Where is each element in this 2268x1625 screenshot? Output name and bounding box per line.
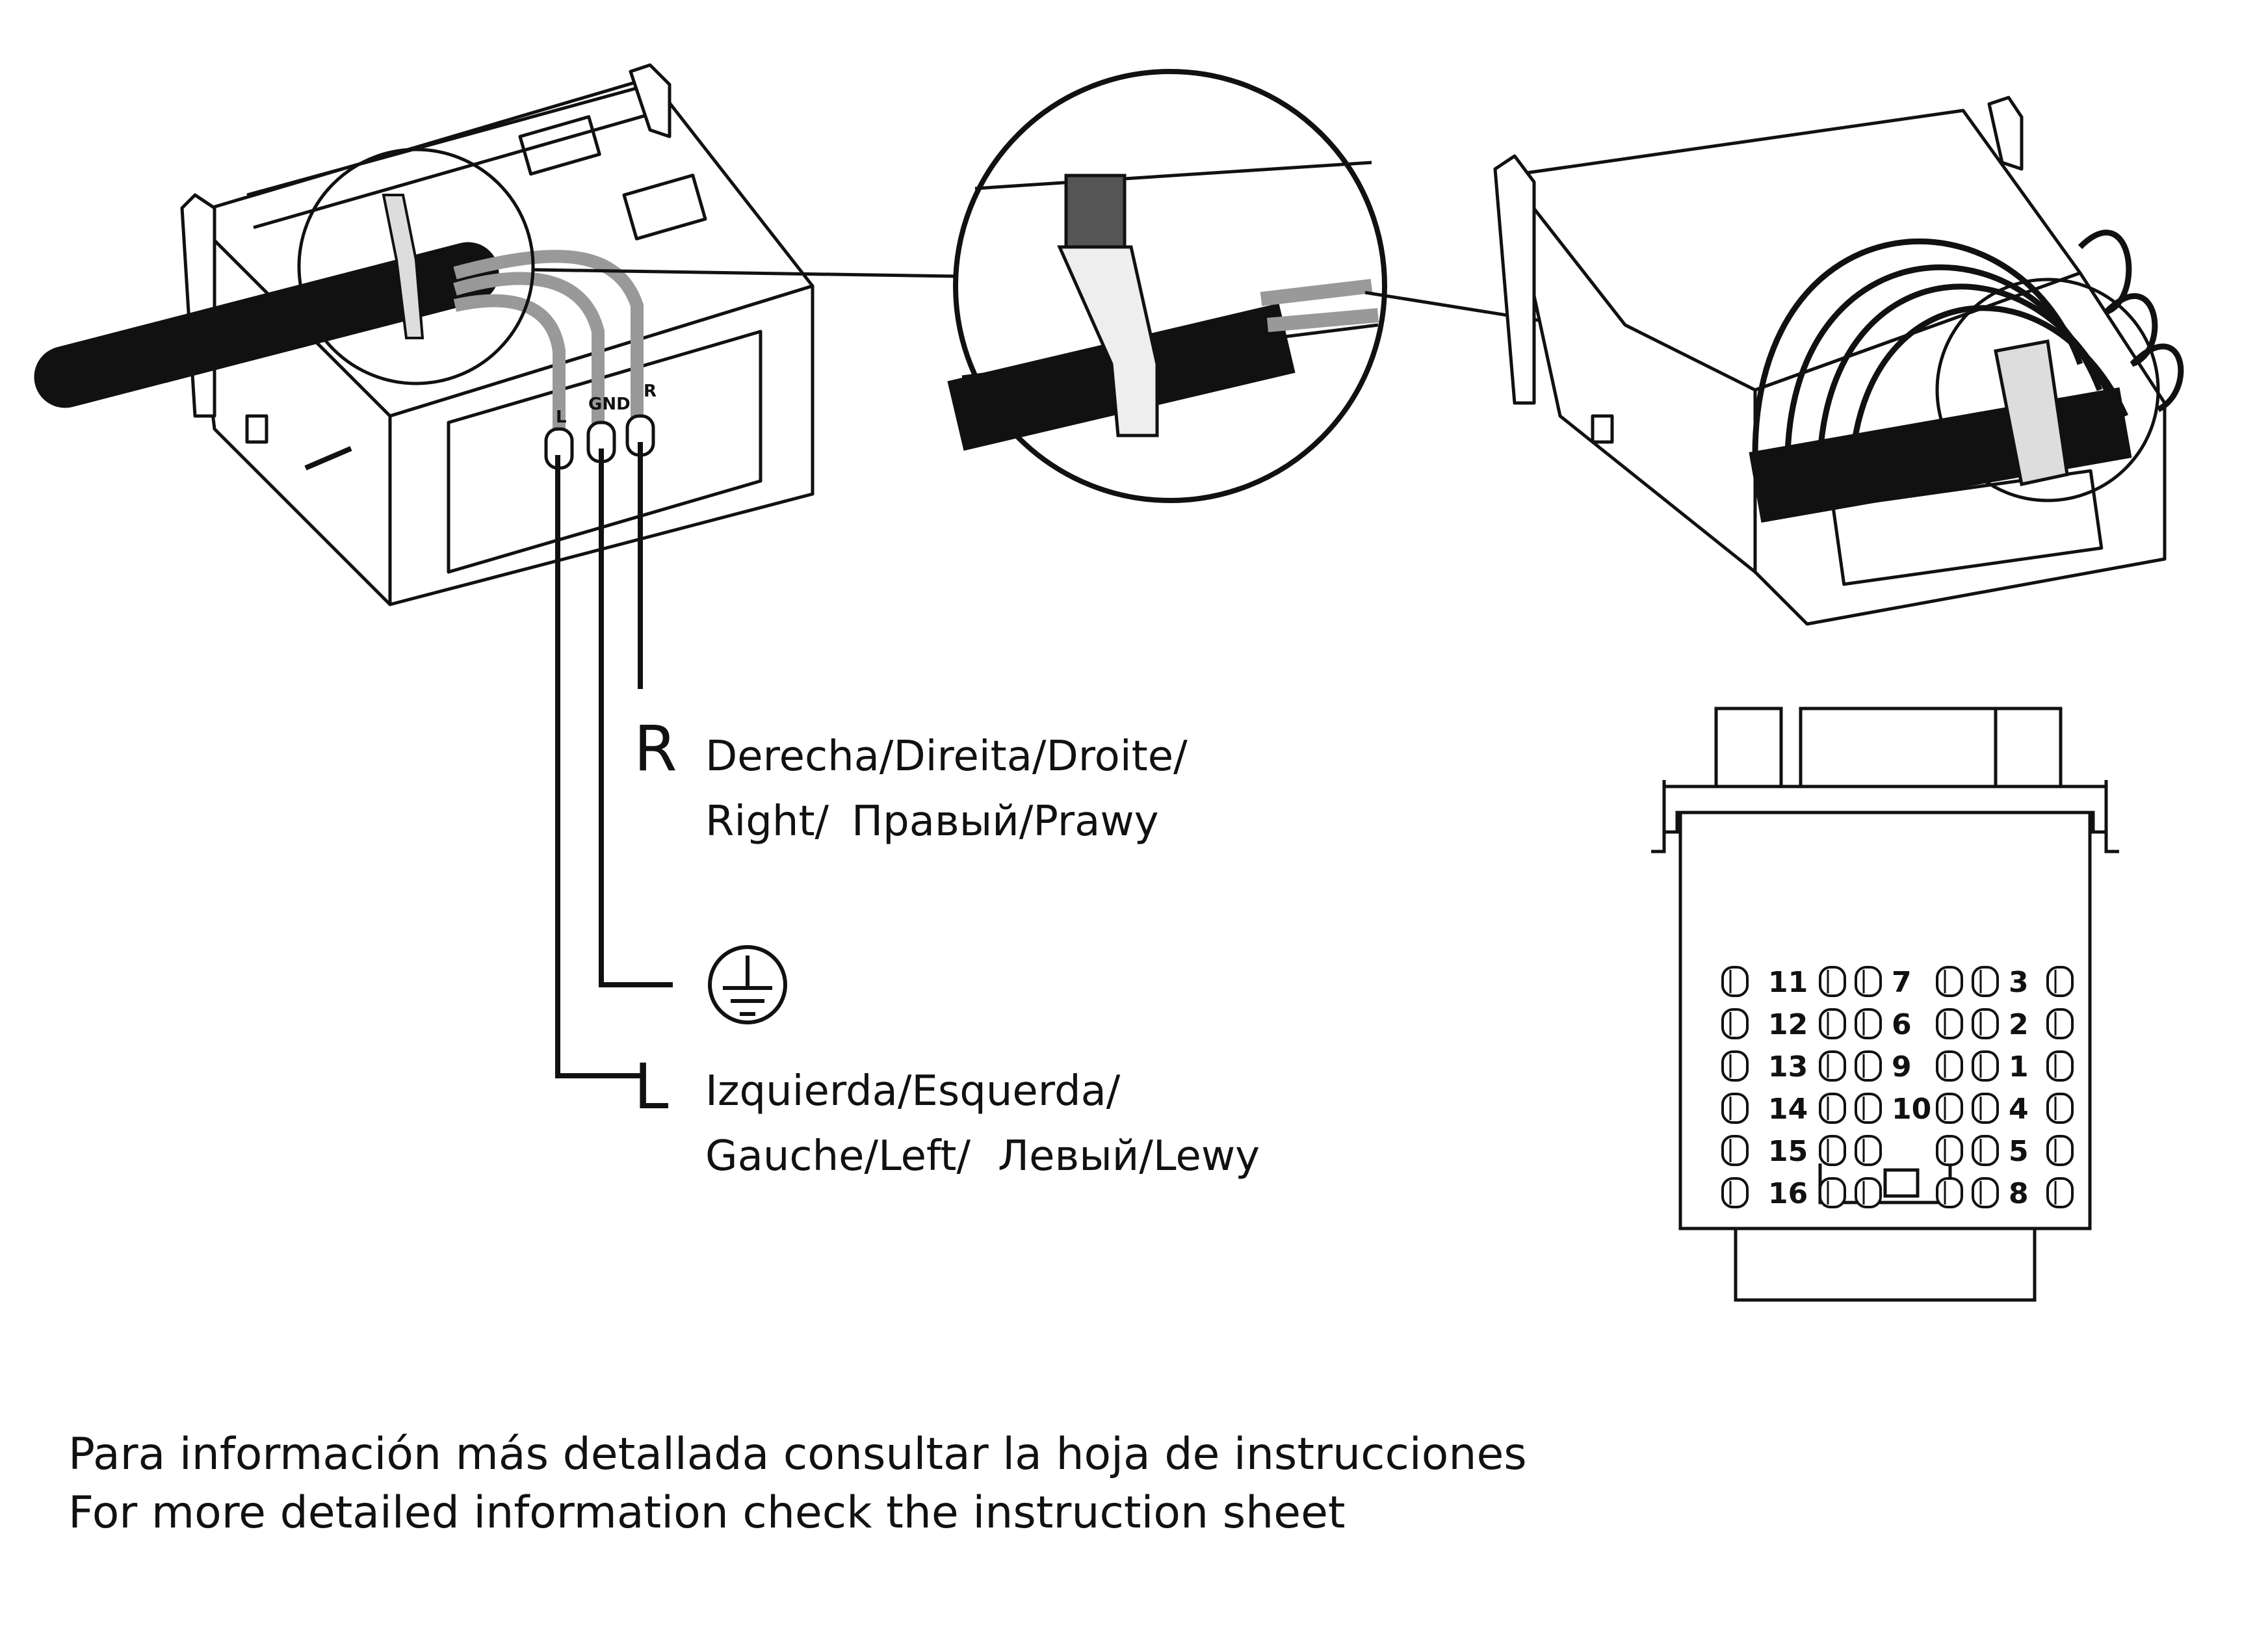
terminal-screw [1721,1050,1749,1082]
terminal-screw [1855,1177,1882,1208]
terminal-screw [1972,1177,1999,1208]
middle-zoom [532,69,1387,503]
legend-left-line2a: Gauche/Left/ [705,1132,971,1180]
terminal-number-col2-0: 7 [1892,966,1912,999]
terminal-screw [1721,1008,1749,1039]
terminal-number-col1-2: 13 [1768,1050,1808,1084]
terminal-screw [1855,1093,1882,1124]
terminal-screw [1855,966,1882,997]
device-label-gnd: GND [588,395,631,414]
terminal-number-col3-0: 3 [2009,966,2029,999]
legend-right-line2b: Правый/Prawy [852,798,1159,846]
terminal-number-col1-3: 14 [1768,1093,1808,1126]
legend-left-letter: L [634,1050,668,1123]
legend-right: R Derecha/Direita/Droite/ Right/ Правый/… [634,712,1188,846]
terminal-number-col1-1: 12 [1768,1008,1808,1041]
right-zoom-circle [1935,278,2160,502]
terminal-screw [1972,1093,1999,1124]
terminal-screw [2046,1008,2074,1039]
terminal-number-col3-3: 4 [2009,1093,2029,1126]
terminal-screw [1936,1008,1963,1039]
left-zoom-circle [297,148,535,385]
cable-tie-small [382,194,424,339]
legend-right-letter: R [634,712,677,785]
leader-lines [555,442,673,1078]
terminal-screw [2046,966,2074,997]
terminal-screw [1855,1135,1882,1166]
terminal-screw [1819,1135,1846,1166]
terminal-number-col3-5: 8 [2009,1177,2029,1210]
terminal-screw [1721,1177,1749,1208]
legend-right-line1: Derecha/Direita/Droite/ [705,733,1188,781]
terminal-number-col1-0: 11 [1768,966,1808,999]
terminal-number-col3-4: 5 [2009,1135,2029,1168]
terminal-number-col2-1: 6 [1892,1008,1912,1041]
terminal-screw [1721,1135,1749,1166]
terminal-screw [1972,966,1999,997]
terminal-screw [1972,1135,1999,1166]
terminal-block [1651,707,2119,1302]
terminal-number-col3-2: 1 [2009,1050,2029,1084]
terminal-screw [1936,1135,1963,1166]
terminal-screw [1819,1093,1846,1124]
terminal-screw [2046,1177,2074,1208]
legend-left-line1: Izquierda/Esquerda/ [705,1067,1121,1115]
terminal-number-col1-4: 15 [1768,1135,1808,1168]
left-device-terminals [544,414,655,470]
device-label-l: L [556,408,567,427]
terminal-number-col1-5: 16 [1768,1177,1808,1210]
terminal-screws [1721,966,2074,1208]
terminal-screw [2046,1093,2074,1124]
terminal-screw [1936,966,1963,997]
terminal-number-col3-1: 2 [2009,1008,2029,1041]
footer-line-1: Para información más detallada consultar… [68,1429,1527,1480]
terminal-screw [1936,1050,1963,1082]
terminal-screw [1936,1093,1963,1124]
terminal-screw [1855,1008,1882,1039]
terminal-number-col2-2: 9 [1892,1050,1912,1084]
terminal-number-col2-3: 10 [1892,1093,1931,1126]
terminal-screw [2046,1050,2074,1082]
terminal-screw [2046,1135,2074,1166]
terminal-screw [1972,1050,1999,1082]
footer-line-2: For more detailed information check the … [68,1487,1346,1539]
legend-right-line2a: Right/ [705,798,829,846]
terminal-screw [1936,1177,1963,1208]
ground-icon [708,945,787,1024]
terminal-screw [1721,1093,1749,1124]
terminal-screw [1819,1008,1846,1039]
legend-left: L Izquierda/Esquerda/ Gauche/Left/ Левый… [634,1050,1260,1180]
legend-left-line2b: Левый/Lewy [998,1132,1260,1180]
terminal-screw [1855,1050,1882,1082]
terminal-screw [1819,966,1846,997]
device-label-r: R [644,382,657,401]
right-device-wires [1752,229,2184,456]
right-device-cable [1749,339,2132,523]
terminal-screw [1819,1050,1846,1082]
terminal-screw [1972,1008,1999,1039]
terminal-screw [1721,966,1749,997]
terminal-screw [1819,1177,1846,1208]
